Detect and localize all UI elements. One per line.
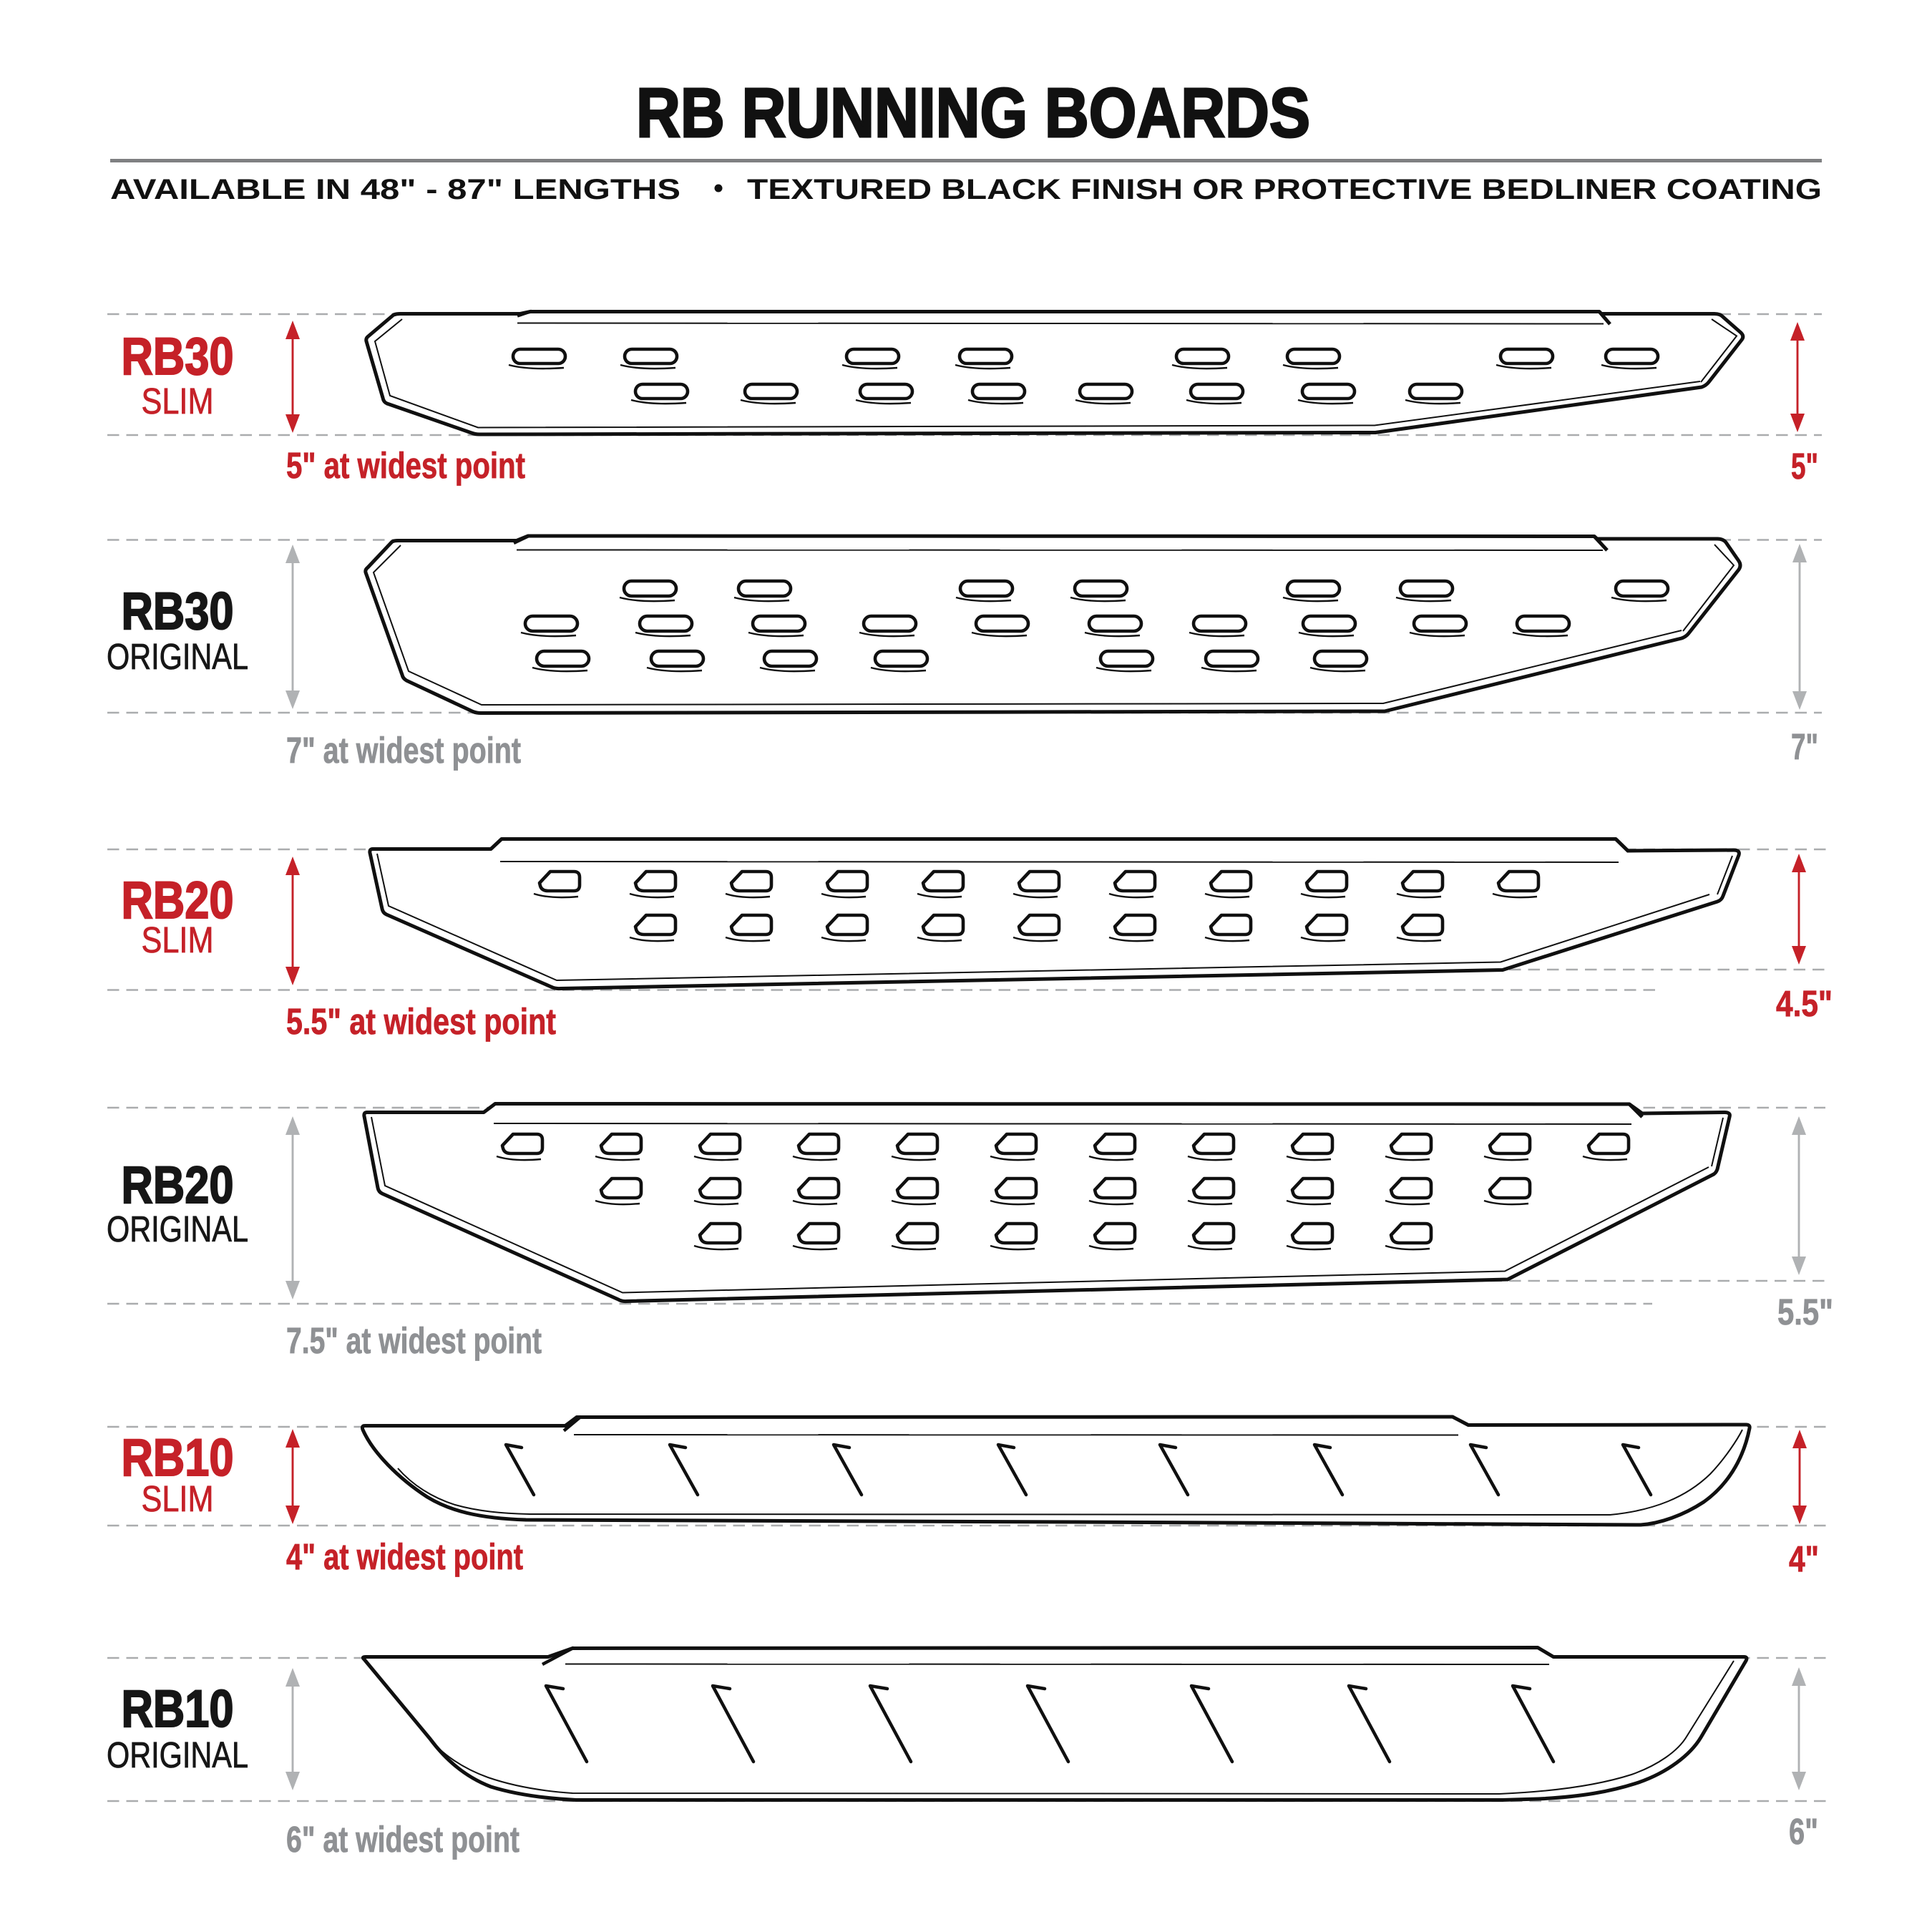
svg-text:RB20: RB20 bbox=[122, 872, 234, 930]
svg-text:ORIGINAL: ORIGINAL bbox=[107, 636, 248, 677]
svg-text:6": 6" bbox=[1789, 1811, 1818, 1852]
svg-text:RB10: RB10 bbox=[122, 1680, 234, 1738]
svg-text:5.5": 5.5" bbox=[1777, 1292, 1833, 1332]
svg-text:ORIGINAL: ORIGINAL bbox=[107, 1735, 248, 1775]
svg-text:7": 7" bbox=[1791, 726, 1818, 767]
svg-text:ORIGINAL: ORIGINAL bbox=[107, 1209, 248, 1249]
svg-text:SLIM: SLIM bbox=[142, 919, 214, 960]
svg-text:RB RUNNING BOARDS: RB RUNNING BOARDS bbox=[636, 74, 1310, 152]
svg-text:6" at widest point: 6" at widest point bbox=[286, 1819, 519, 1860]
svg-text:4" at widest point: 4" at widest point bbox=[286, 1536, 523, 1577]
svg-text:4.5": 4.5" bbox=[1776, 983, 1833, 1024]
svg-text:AVAILABLE IN 48" - 87" LENGTHS: AVAILABLE IN 48" - 87" LENGTHS bbox=[110, 174, 680, 205]
svg-text:TEXTURED BLACK FINISH OR PROTE: TEXTURED BLACK FINISH OR PROTECTIVE BEDL… bbox=[747, 174, 1822, 205]
svg-text:4": 4" bbox=[1789, 1538, 1819, 1579]
svg-text:RB10: RB10 bbox=[122, 1429, 234, 1487]
svg-text:5": 5" bbox=[1791, 446, 1818, 487]
svg-text:7" at widest point: 7" at widest point bbox=[286, 730, 521, 771]
svg-text:SLIM: SLIM bbox=[142, 381, 214, 421]
svg-text:RB30: RB30 bbox=[122, 328, 234, 386]
svg-text:7.5" at widest point: 7.5" at widest point bbox=[286, 1320, 542, 1361]
svg-text:RB30: RB30 bbox=[122, 582, 234, 640]
svg-text:5" at widest point: 5" at widest point bbox=[286, 445, 525, 486]
svg-text:RB20: RB20 bbox=[122, 1156, 234, 1214]
svg-text:SLIM: SLIM bbox=[142, 1478, 214, 1519]
svg-text:5.5" at widest point: 5.5" at widest point bbox=[286, 1001, 556, 1042]
